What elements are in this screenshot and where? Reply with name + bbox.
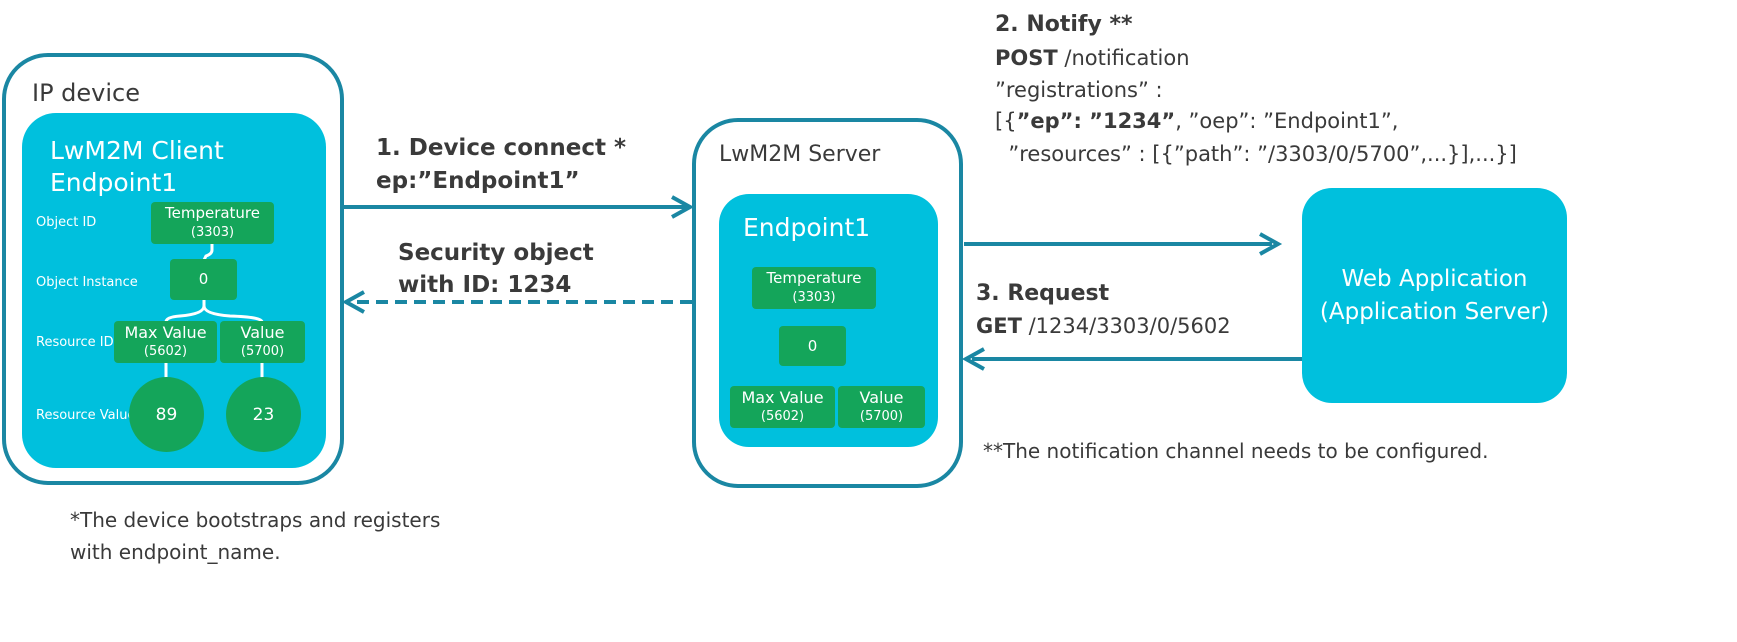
step2-post-path: /notification bbox=[1057, 46, 1190, 70]
server-object-name: Temperature bbox=[766, 269, 862, 287]
server-title: LwM2M Server bbox=[719, 142, 881, 167]
step3-line2: GET /1234/3303/0/5602 bbox=[976, 309, 1231, 343]
client-resource-max-node: Max Value (5602) bbox=[114, 321, 217, 363]
step3-line1: 3. Request bbox=[976, 281, 1110, 306]
server-resource-max-id: (5602) bbox=[760, 409, 805, 424]
client-title-line2: Endpoint1 bbox=[50, 168, 178, 197]
step2-line1: 2. Notify ** bbox=[995, 12, 1133, 37]
security-line2: with ID: 1234 bbox=[398, 272, 572, 298]
client-object-name: Temperature bbox=[164, 204, 261, 222]
security-line1: Security object bbox=[398, 240, 594, 266]
step2-ep-value: ”ep”: ”1234” bbox=[1016, 109, 1176, 133]
step2-post-method: POST bbox=[995, 46, 1058, 70]
client-instance-value: 0 bbox=[198, 270, 209, 288]
ip-device-title: IP device bbox=[32, 79, 141, 107]
client-resource-value-value: 23 bbox=[226, 377, 301, 452]
client-instance-node: 0 bbox=[170, 259, 237, 300]
step1-line2: ep:”Endpoint1” bbox=[376, 168, 580, 194]
level-object-instance: Object Instance bbox=[36, 275, 138, 290]
server-resource-value-id: (5700) bbox=[859, 409, 904, 424]
step2-line4-rest: , ”oep”: ”Endpoint1”, bbox=[1175, 109, 1399, 133]
step2-line5: ”resources” : [{”path”: ”/3303/0/5700”,.… bbox=[995, 142, 1517, 166]
client-resource-max-value: 89 bbox=[129, 377, 204, 452]
client-object-node: Temperature (3303) bbox=[151, 202, 274, 244]
step2-line4-open: [{ bbox=[995, 109, 1017, 133]
footnote-device-line1: *The device bootstraps and registers bbox=[70, 508, 441, 532]
step2-line4: [{”ep”: ”1234”, ”oep”: ”Endpoint1”, bbox=[995, 104, 1398, 138]
server-instance-node: 0 bbox=[779, 326, 846, 366]
client-resource-value-id: (5700) bbox=[240, 344, 285, 359]
client-resource-max-id: (5602) bbox=[143, 344, 188, 359]
server-object-id: (3303) bbox=[792, 290, 836, 305]
server-object-node: Temperature (3303) bbox=[752, 267, 876, 309]
web-application-box: Web Application (Application Server) bbox=[1302, 188, 1567, 403]
step3-get-path: /1234/3303/0/5602 bbox=[1021, 314, 1231, 338]
client-resource-value-name: Value bbox=[240, 323, 285, 342]
server-resource-max-name: Max Value bbox=[741, 388, 824, 407]
client-object-id: (3303) bbox=[190, 225, 235, 240]
level-object-id: Object ID bbox=[36, 215, 97, 230]
client-title-line1: LwM2M Client bbox=[50, 136, 224, 165]
web-app-line2: (Application Server) bbox=[1319, 298, 1550, 325]
server-resource-value-name: Value bbox=[859, 388, 904, 407]
step1-line1: 1. Device connect * bbox=[376, 135, 627, 161]
footnote-device-line2: with endpoint_name. bbox=[70, 540, 281, 564]
server-resource-max-node: Max Value (5602) bbox=[730, 386, 835, 428]
server-instance-value: 0 bbox=[807, 336, 818, 355]
level-resource-id: Resource ID bbox=[36, 335, 114, 350]
step2-line3: ”registrations” : bbox=[995, 78, 1163, 102]
client-resource-max-name: Max Value bbox=[124, 323, 207, 342]
footnote-notify: **The notification channel needs to be c… bbox=[983, 439, 1489, 463]
client-resource-value-node: Value (5700) bbox=[220, 321, 305, 363]
server-endpoint-title: Endpoint1 bbox=[743, 213, 871, 242]
level-resource-value: Resource Value bbox=[36, 408, 136, 423]
step3-get-method: GET bbox=[976, 314, 1022, 338]
web-app-line1: Web Application bbox=[1341, 265, 1528, 292]
step2-line2: POST /notification bbox=[995, 41, 1190, 75]
server-resource-value-node: Value (5700) bbox=[838, 386, 925, 428]
